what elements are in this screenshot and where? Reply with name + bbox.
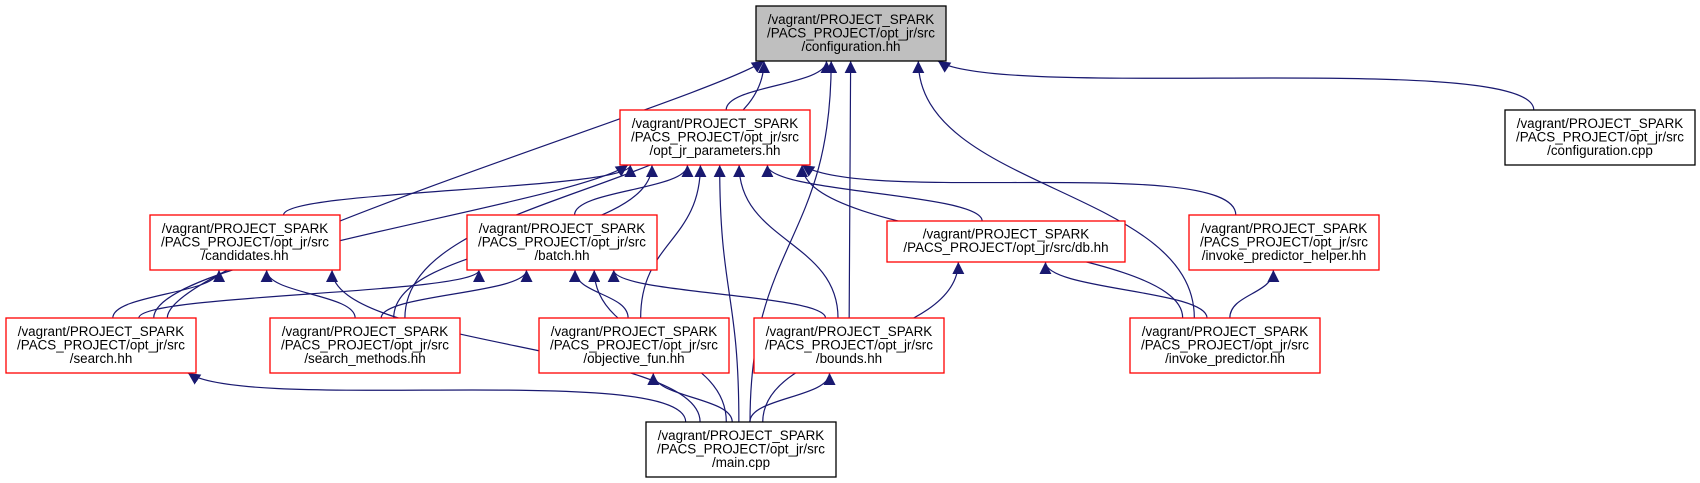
- node-box[interactable]: [466, 214, 658, 271]
- node-label-line: /candidates.hh: [201, 248, 288, 263]
- edge-search_hh-to-batch_hh: [138, 269, 485, 319]
- edge-main_cpp-to-bounds_hh: [749, 372, 836, 423]
- node-label-line: /PACS_PROJECT/opt_jr/src: [1516, 129, 1684, 144]
- edge-main_cpp-to-candidates_hh: [326, 269, 701, 423]
- node-search-methods-hh[interactable]: /vagrant/PROJECT_SPARK/PACS_PROJECT/opt_…: [269, 317, 461, 374]
- node-box[interactable]: [886, 220, 1126, 263]
- node-candidates-hh[interactable]: /vagrant/PROJECT_SPARK/PACS_PROJECT/opt_…: [149, 214, 341, 271]
- node-box[interactable]: [149, 214, 341, 271]
- node-invoke-predictor-helper-hh[interactable]: /vagrant/PROJECT_SPARK/PACS_PROJECT/opt_…: [1188, 214, 1380, 271]
- node-box[interactable]: [1129, 317, 1321, 374]
- node-label-line: /vagrant/PROJECT_SPARK: [1142, 324, 1309, 339]
- node-label-line: /PACS_PROJECT/opt_jr/src: [281, 337, 449, 352]
- node-label-line: /vagrant/PROJECT_SPARK: [18, 324, 185, 339]
- node-box[interactable]: [1188, 214, 1380, 271]
- node-label-line: /batch.hh: [534, 248, 589, 263]
- edge-batch_hh-to-opt_jr_parameters_hh: [573, 164, 694, 216]
- node-label-line: /vagrant/PROJECT_SPARK: [551, 324, 718, 339]
- node-label-line: /vagrant/PROJECT_SPARK: [162, 221, 329, 236]
- edge-invoke_predictor_hh-to-db_hh: [1039, 261, 1208, 319]
- node-label-line: /PACS_PROJECT/opt_jr/src/db.hh: [903, 240, 1108, 255]
- node-label-line: /main.cpp: [712, 455, 770, 470]
- node-label-line: /opt_jr_parameters.hh: [649, 143, 780, 158]
- node-box[interactable]: [538, 317, 730, 374]
- edge-main_cpp-to-objective_fun_hh: [647, 372, 733, 423]
- node-label-line: /vagrant/PROJECT_SPARK: [658, 428, 825, 443]
- node-label-line: /invoke_predictor_helper.hh: [1202, 248, 1367, 263]
- node-label-line: /search_methods.hh: [304, 351, 425, 366]
- edge-search_hh-to-configuration_hh: [166, 60, 765, 319]
- node-batch-hh[interactable]: /vagrant/PROJECT_SPARK/PACS_PROJECT/opt_…: [466, 214, 658, 271]
- edge-candidates_hh-to-opt_jr_parameters_hh: [282, 164, 637, 216]
- node-search-hh[interactable]: /vagrant/PROJECT_SPARK/PACS_PROJECT/opt_…: [5, 317, 197, 374]
- node-box[interactable]: [755, 5, 947, 62]
- node-invoke-predictor-hh[interactable]: /vagrant/PROJECT_SPARK/PACS_PROJECT/opt_…: [1129, 317, 1321, 374]
- node-label-line: /PACS_PROJECT/opt_jr/src: [1141, 337, 1309, 352]
- nodes-layer: /vagrant/PROJECT_SPARK/PACS_PROJECT/opt_…: [5, 5, 1696, 478]
- node-label-line: /vagrant/PROJECT_SPARK: [1201, 221, 1368, 236]
- node-configuration-hh[interactable]: /vagrant/PROJECT_SPARK/PACS_PROJECT/opt_…: [755, 5, 947, 62]
- node-label-line: /vagrant/PROJECT_SPARK: [1517, 116, 1684, 131]
- node-label-line: /bounds.hh: [816, 351, 882, 366]
- edge-search_methods_hh-to-batch_hh: [380, 269, 533, 319]
- node-label-line: /PACS_PROJECT/opt_jr/src: [478, 234, 646, 249]
- edge-main_cpp-to-opt_jr_parameters_hh: [713, 164, 740, 423]
- node-box[interactable]: [5, 317, 197, 374]
- node-label-line: /vagrant/PROJECT_SPARK: [282, 324, 449, 339]
- node-label-line: /PACS_PROJECT/opt_jr/src: [657, 441, 825, 456]
- edge-bounds_hh-to-batch_hh: [607, 269, 827, 319]
- node-label-line: /PACS_PROJECT/opt_jr/src: [1200, 234, 1368, 249]
- node-label-line: /PACS_PROJECT/opt_jr/src: [767, 25, 935, 40]
- node-label-line: /PACS_PROJECT/opt_jr/src: [17, 337, 185, 352]
- node-box[interactable]: [1504, 109, 1696, 166]
- node-label-line: /PACS_PROJECT/opt_jr/src: [161, 234, 329, 249]
- edge-invoke_predictor_hh-to-configuration_hh: [912, 60, 1195, 319]
- edge-objective_fun_hh-to-opt_jr_parameters_hh: [640, 164, 707, 319]
- node-label-line: /vagrant/PROJECT_SPARK: [766, 324, 933, 339]
- node-box[interactable]: [619, 109, 811, 166]
- edge-configuration_cpp-to-configuration_hh: [937, 60, 1535, 111]
- node-opt-jr-parameters-hh[interactable]: /vagrant/PROJECT_SPARK/PACS_PROJECT/opt_…: [619, 109, 811, 166]
- node-main-cpp[interactable]: /vagrant/PROJECT_SPARK/PACS_PROJECT/opt_…: [645, 421, 837, 478]
- node-label-line: /objective_fun.hh: [583, 351, 684, 366]
- edge-search_hh-to-opt_jr_parameters_hh: [153, 164, 629, 319]
- node-label-line: /invoke_predictor.hh: [1165, 351, 1285, 366]
- edge-bounds_hh-to-opt_jr_parameters_hh: [733, 164, 839, 319]
- node-label-line: /search.hh: [70, 351, 133, 366]
- edge-objective_fun_hh-to-batch_hh: [568, 269, 629, 319]
- edge-search_methods_hh-to-configuration_hh: [404, 60, 770, 319]
- node-label-line: /configuration.hh: [801, 39, 900, 54]
- edge-db_hh-to-opt_jr_parameters_hh: [761, 164, 983, 222]
- node-label-line: /vagrant/PROJECT_SPARK: [768, 12, 935, 27]
- node-label-line: /vagrant/PROJECT_SPARK: [923, 227, 1090, 242]
- node-configuration-cpp[interactable]: /vagrant/PROJECT_SPARK/PACS_PROJECT/opt_…: [1504, 109, 1696, 166]
- node-box[interactable]: [753, 317, 945, 374]
- edge-invoke_predictor_helper_hh-to-opt_jr_parameters_hh: [801, 164, 1237, 216]
- node-db-hh[interactable]: /vagrant/PROJECT_SPARK/PACS_PROJECT/opt_…: [886, 220, 1126, 263]
- node-label-line: /configuration.cpp: [1547, 143, 1653, 158]
- node-label-line: /PACS_PROJECT/opt_jr/src: [550, 337, 718, 352]
- node-box[interactable]: [645, 421, 837, 478]
- node-bounds-hh[interactable]: /vagrant/PROJECT_SPARK/PACS_PROJECT/opt_…: [753, 317, 945, 374]
- node-objective-fun-hh[interactable]: /vagrant/PROJECT_SPARK/PACS_PROJECT/opt_…: [538, 317, 730, 374]
- node-box[interactable]: [269, 317, 461, 374]
- node-label-line: /vagrant/PROJECT_SPARK: [479, 221, 646, 236]
- edge-search_hh-to-candidates_hh: [112, 269, 226, 319]
- edge-main_cpp-to-search_hh: [187, 372, 687, 423]
- node-label-line: /vagrant/PROJECT_SPARK: [632, 116, 799, 131]
- node-label-line: /PACS_PROJECT/opt_jr/src: [765, 337, 933, 352]
- edge-invoke_predictor_hh-to-invoke_predictor_helper_hh: [1229, 269, 1280, 319]
- node-label-line: /PACS_PROJECT/opt_jr/src: [631, 129, 799, 144]
- edge-opt_jr_parameters_hh-to-configuration_hh: [725, 60, 833, 111]
